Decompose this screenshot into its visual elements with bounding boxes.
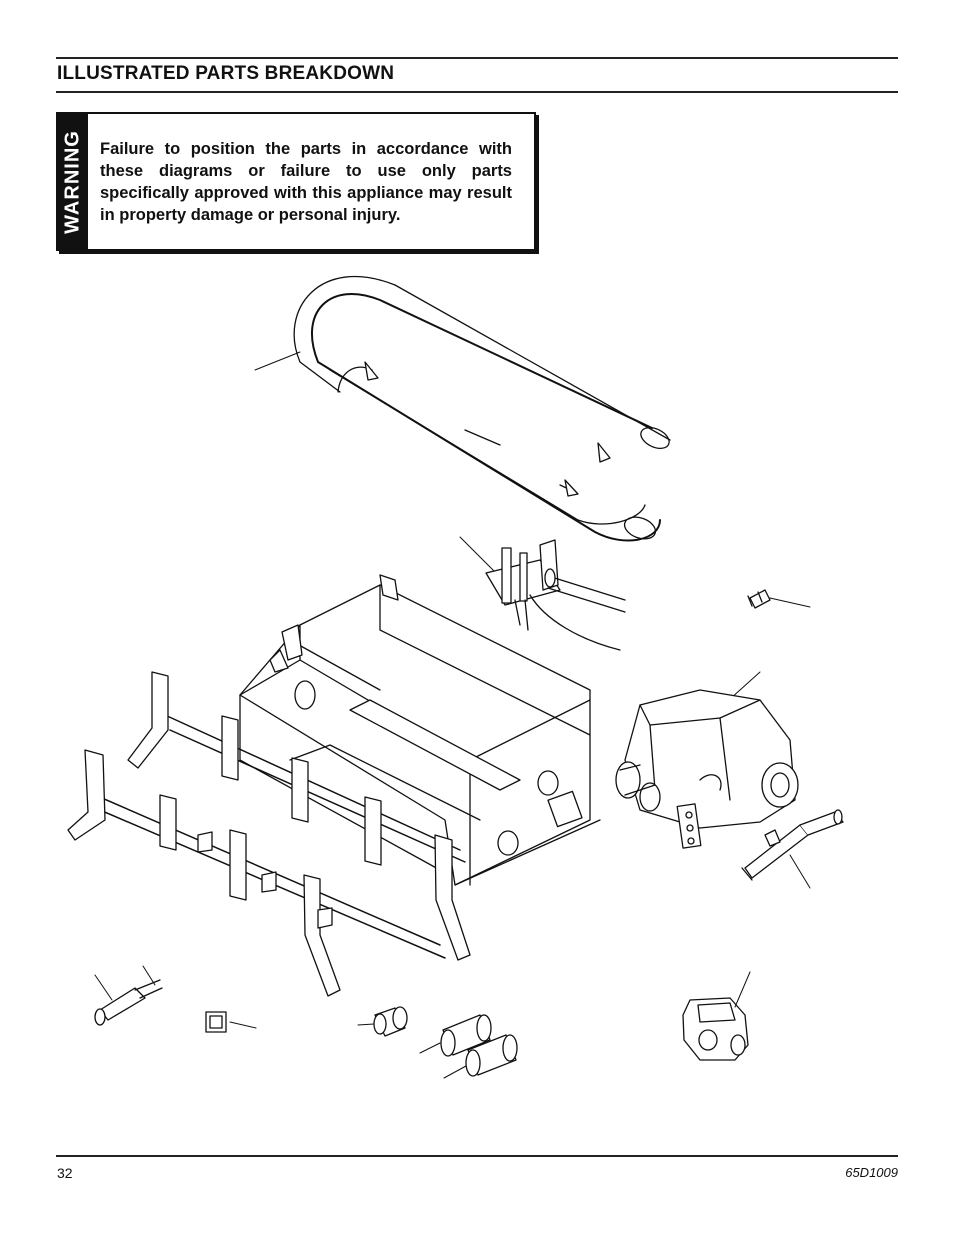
control-knob — [357, 1006, 408, 1037]
piezo-igniter — [94, 965, 163, 1026]
warning-text: Failure to position the parts in accorda… — [100, 140, 512, 224]
bottom-rule — [56, 1155, 898, 1157]
title-rule — [56, 91, 898, 93]
warning-box: WARNING Failure to position the parts in… — [56, 112, 536, 251]
thermocouple — [741, 809, 844, 889]
burner-pan — [239, 574, 601, 886]
page-number: 32 — [57, 1165, 73, 1181]
pilot-assembly — [459, 536, 626, 651]
warning-tab: WARNING — [58, 114, 88, 249]
burner-tube — [254, 275, 671, 542]
pressure-regulator — [682, 971, 751, 1061]
log-grate — [67, 671, 471, 997]
orifice-fitting — [747, 589, 811, 609]
gas-valve — [615, 671, 799, 849]
document-code: 65D1009 — [845, 1165, 898, 1180]
page-title: ILLUSTRATED PARTS BREAKDOWN — [57, 63, 395, 84]
knob-covers — [419, 1014, 518, 1079]
rocker-switch — [205, 1011, 257, 1033]
top-rule — [56, 57, 898, 59]
